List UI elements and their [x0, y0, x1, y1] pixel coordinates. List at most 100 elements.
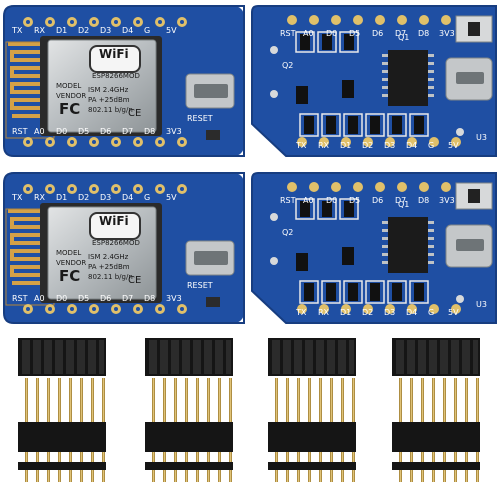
svg-text:D8: D8: [144, 127, 155, 136]
svg-text:RESET: RESET: [187, 114, 213, 123]
svg-text:RST: RST: [280, 196, 296, 205]
svg-text:MODEL: MODEL: [56, 249, 81, 257]
svg-text:G: G: [428, 308, 434, 317]
svg-text:G: G: [144, 26, 150, 35]
svg-text:ESP8266MOD: ESP8266MOD: [92, 239, 140, 247]
front-board-2-labels: 5V G D4 D3 D2 D1 RX TX RST A0 D0 D5 D6 D…: [11, 193, 213, 303]
svg-text:VENDOR: VENDOR: [56, 259, 86, 267]
svg-text:3V3: 3V3: [439, 196, 455, 205]
svg-text:RX: RX: [318, 141, 330, 150]
svg-text:D2: D2: [78, 26, 89, 35]
svg-text:D8: D8: [144, 294, 155, 303]
header-4: [392, 338, 480, 482]
svg-text:RX: RX: [34, 26, 46, 35]
svg-text:PA +25dBm: PA +25dBm: [88, 96, 130, 104]
svg-text:TX: TX: [295, 308, 307, 317]
svg-text:D4: D4: [406, 308, 417, 317]
svg-text:MODEL: MODEL: [56, 82, 81, 90]
svg-text:D5: D5: [349, 29, 360, 38]
svg-text:802.11 b/g/n: 802.11 b/g/n: [88, 106, 133, 114]
svg-text:RST: RST: [12, 294, 28, 303]
svg-text:D1: D1: [56, 193, 67, 202]
svg-text:WiFi: WiFi: [99, 214, 129, 228]
svg-text:TX: TX: [11, 193, 23, 202]
svg-text:RX: RX: [34, 193, 46, 202]
svg-text:FC: FC: [59, 267, 80, 285]
svg-text:D6: D6: [100, 294, 111, 303]
svg-text:5V: 5V: [448, 308, 459, 317]
svg-text:802.11 b/g/n: 802.11 b/g/n: [88, 273, 133, 281]
svg-text:3V3: 3V3: [439, 29, 455, 38]
svg-text:Q1: Q1: [398, 200, 409, 209]
svg-text:5V: 5V: [448, 141, 459, 150]
svg-text:FC: FC: [59, 100, 80, 118]
svg-text:D2: D2: [362, 141, 373, 150]
svg-text:CE: CE: [128, 108, 141, 119]
svg-text:ISM 2.4GHz: ISM 2.4GHz: [88, 253, 129, 261]
svg-text:RESET: RESET: [187, 281, 213, 290]
svg-text:G: G: [428, 141, 434, 150]
svg-text:A0: A0: [303, 196, 314, 205]
svg-text:D1: D1: [340, 141, 351, 150]
svg-text:D5: D5: [349, 196, 360, 205]
svg-text:D0: D0: [326, 196, 337, 205]
svg-text:U3: U3: [476, 300, 487, 309]
header-1: [18, 338, 106, 482]
svg-text:RST: RST: [280, 29, 296, 38]
svg-text:Q1: Q1: [398, 33, 409, 42]
svg-text:D0: D0: [326, 29, 337, 38]
svg-text:RX: RX: [318, 308, 330, 317]
svg-text:D4: D4: [122, 193, 133, 202]
front-board-1-labels: 5V G D4 D3 D2 D1 RX TX RST A0 D0 D5 D6 D…: [11, 26, 213, 136]
svg-text:PA +25dBm: PA +25dBm: [88, 263, 130, 271]
svg-text:G: G: [144, 193, 150, 202]
svg-text:U3: U3: [476, 133, 487, 142]
svg-text:CE: CE: [128, 275, 141, 286]
svg-text:D3: D3: [384, 308, 395, 317]
svg-text:D4: D4: [122, 26, 133, 35]
svg-text:RST: RST: [12, 127, 28, 136]
svg-text:D7: D7: [122, 294, 133, 303]
front-board-1-module: MODEL VENDOR WiFi ESP8266MOD FC ISM 2.4G…: [56, 47, 141, 119]
svg-text:ESP8266MOD: ESP8266MOD: [92, 72, 140, 80]
svg-text:Q2: Q2: [282, 228, 293, 237]
svg-text:3V3: 3V3: [166, 294, 182, 303]
svg-text:D1: D1: [340, 308, 351, 317]
svg-text:D3: D3: [384, 141, 395, 150]
svg-text:A0: A0: [303, 29, 314, 38]
svg-text:D4: D4: [406, 141, 417, 150]
svg-text:D2: D2: [362, 308, 373, 317]
svg-text:TX: TX: [295, 141, 307, 150]
header-3: [268, 338, 356, 482]
svg-text:D6: D6: [372, 196, 383, 205]
svg-text:D0: D0: [56, 127, 67, 136]
back-board-1-labels: RST A0 D0 D5 D6 D7 D8 3V3 TX RX D1 D2 D3…: [280, 29, 487, 150]
svg-text:VENDOR: VENDOR: [56, 92, 86, 100]
svg-text:D7: D7: [122, 127, 133, 136]
header-2: [145, 338, 233, 482]
svg-text:D5: D5: [78, 127, 89, 136]
svg-text:D8: D8: [418, 29, 429, 38]
svg-text:D6: D6: [372, 29, 383, 38]
svg-text:3V3: 3V3: [166, 127, 182, 136]
svg-text:D0: D0: [56, 294, 67, 303]
svg-text:A0: A0: [34, 127, 45, 136]
svg-text:D2: D2: [78, 193, 89, 202]
svg-text:D7: D7: [395, 29, 406, 38]
svg-text:ISM 2.4GHz: ISM 2.4GHz: [88, 86, 129, 94]
svg-text:D5: D5: [78, 294, 89, 303]
svg-text:TX: TX: [11, 26, 23, 35]
svg-text:D1: D1: [56, 26, 67, 35]
svg-text:D7: D7: [395, 196, 406, 205]
front-board-2-module: MODEL VENDOR WiFi ESP8266MOD FC ISM 2.4G…: [56, 214, 141, 286]
svg-text:D8: D8: [418, 196, 429, 205]
svg-text:WiFi: WiFi: [99, 47, 129, 61]
svg-text:D6: D6: [100, 127, 111, 136]
svg-text:Q2: Q2: [282, 61, 293, 70]
svg-text:D3: D3: [100, 26, 111, 35]
svg-text:D3: D3: [100, 193, 111, 202]
back-board-2-labels: RST A0 D0 D5 D6 D7 D8 3V3 TX RX D1 D2 D3…: [280, 196, 487, 317]
svg-text:A0: A0: [34, 294, 45, 303]
svg-text:5V: 5V: [166, 193, 177, 202]
